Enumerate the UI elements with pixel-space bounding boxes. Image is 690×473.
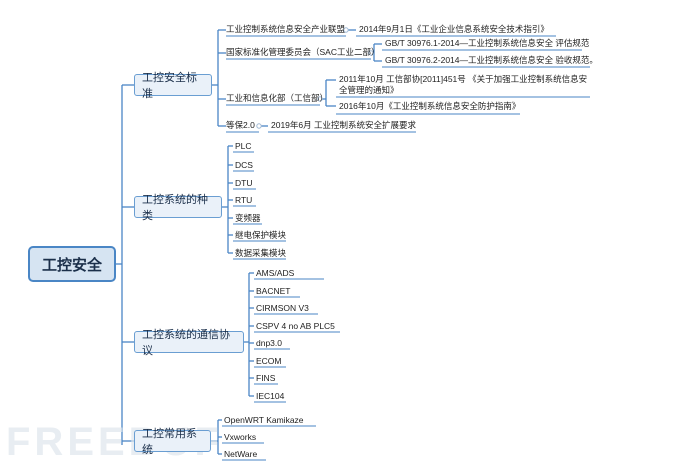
- leaf-fins[interactable]: FINS: [256, 373, 276, 383]
- leaf-cspv4[interactable]: CSPV 4 no AB PLC5: [256, 321, 335, 331]
- leaf-cirmson-v3[interactable]: CIRMSON V3: [256, 303, 309, 313]
- leaf-ecom[interactable]: ECOM: [256, 356, 282, 366]
- leaf-netware[interactable]: NetWare: [224, 449, 258, 459]
- leaf-dcs[interactable]: DCS: [235, 160, 253, 170]
- root-node[interactable]: 工控安全: [28, 246, 116, 282]
- leaf-openwrt[interactable]: OpenWRT Kamikaze: [224, 415, 304, 425]
- leaf-inverter[interactable]: 变频器: [235, 213, 261, 223]
- branch-miit[interactable]: 工业和信息化部（工信部）: [226, 93, 329, 103]
- category-ics-security-standards[interactable]: 工控安全标准: [134, 72, 212, 100]
- leaf-vxworks[interactable]: Vxworks: [224, 432, 257, 442]
- category-ics-common-systems[interactable]: 工控常用系统: [134, 428, 211, 456]
- leaf-2016-guide[interactable]: 2016年10月《工业控制系统信息安全防护指南》: [339, 101, 521, 111]
- leaf-relay-protection[interactable]: 继电保护模块: [235, 230, 287, 240]
- leaf-dnp3[interactable]: dnp3.0: [256, 338, 282, 348]
- leaf-plc[interactable]: PLC: [235, 141, 252, 151]
- leaf-ams-ads[interactable]: AMS/ADS: [256, 268, 295, 278]
- category-ics-protocols[interactable]: 工控系统的通信协议: [134, 329, 244, 357]
- leaf-rtu[interactable]: RTU: [235, 195, 253, 205]
- branch-mlps-2[interactable]: 等保2.0: [226, 120, 255, 130]
- leaf-2011-notice[interactable]: 2011年10月 工信部协[2011]451号 《关于加强工业控制系统信息安全管…: [339, 74, 588, 95]
- category-ics-types[interactable]: 工控系统的种类: [134, 194, 222, 222]
- branch-ics-alliance[interactable]: 工业控制系统信息安全产业联盟: [226, 24, 346, 34]
- branch-sac[interactable]: 国家标准化管理委员会（SAC工业二部）: [226, 47, 380, 57]
- leaf-gbt-30976-2[interactable]: GB/T 30976.2-2014—工业控制系统信息安全 验收规范。: [385, 55, 598, 65]
- leaf-bacnet[interactable]: BACNET: [256, 286, 291, 296]
- leaf-2019-extension[interactable]: 2019年6月 工业控制系统安全扩展要求: [271, 120, 416, 130]
- leaf-2014-guideline[interactable]: 2014年9月1日《工业企业信息系统安全技术指引》: [359, 24, 549, 34]
- leaf-data-acquisition[interactable]: 数据采集模块: [235, 248, 287, 258]
- leaf-iec104[interactable]: IEC104: [256, 391, 285, 401]
- leaf-gbt-30976-1[interactable]: GB/T 30976.1-2014—工业控制系统信息安全 评估规范: [385, 38, 590, 48]
- leaf-dtu[interactable]: DTU: [235, 178, 253, 188]
